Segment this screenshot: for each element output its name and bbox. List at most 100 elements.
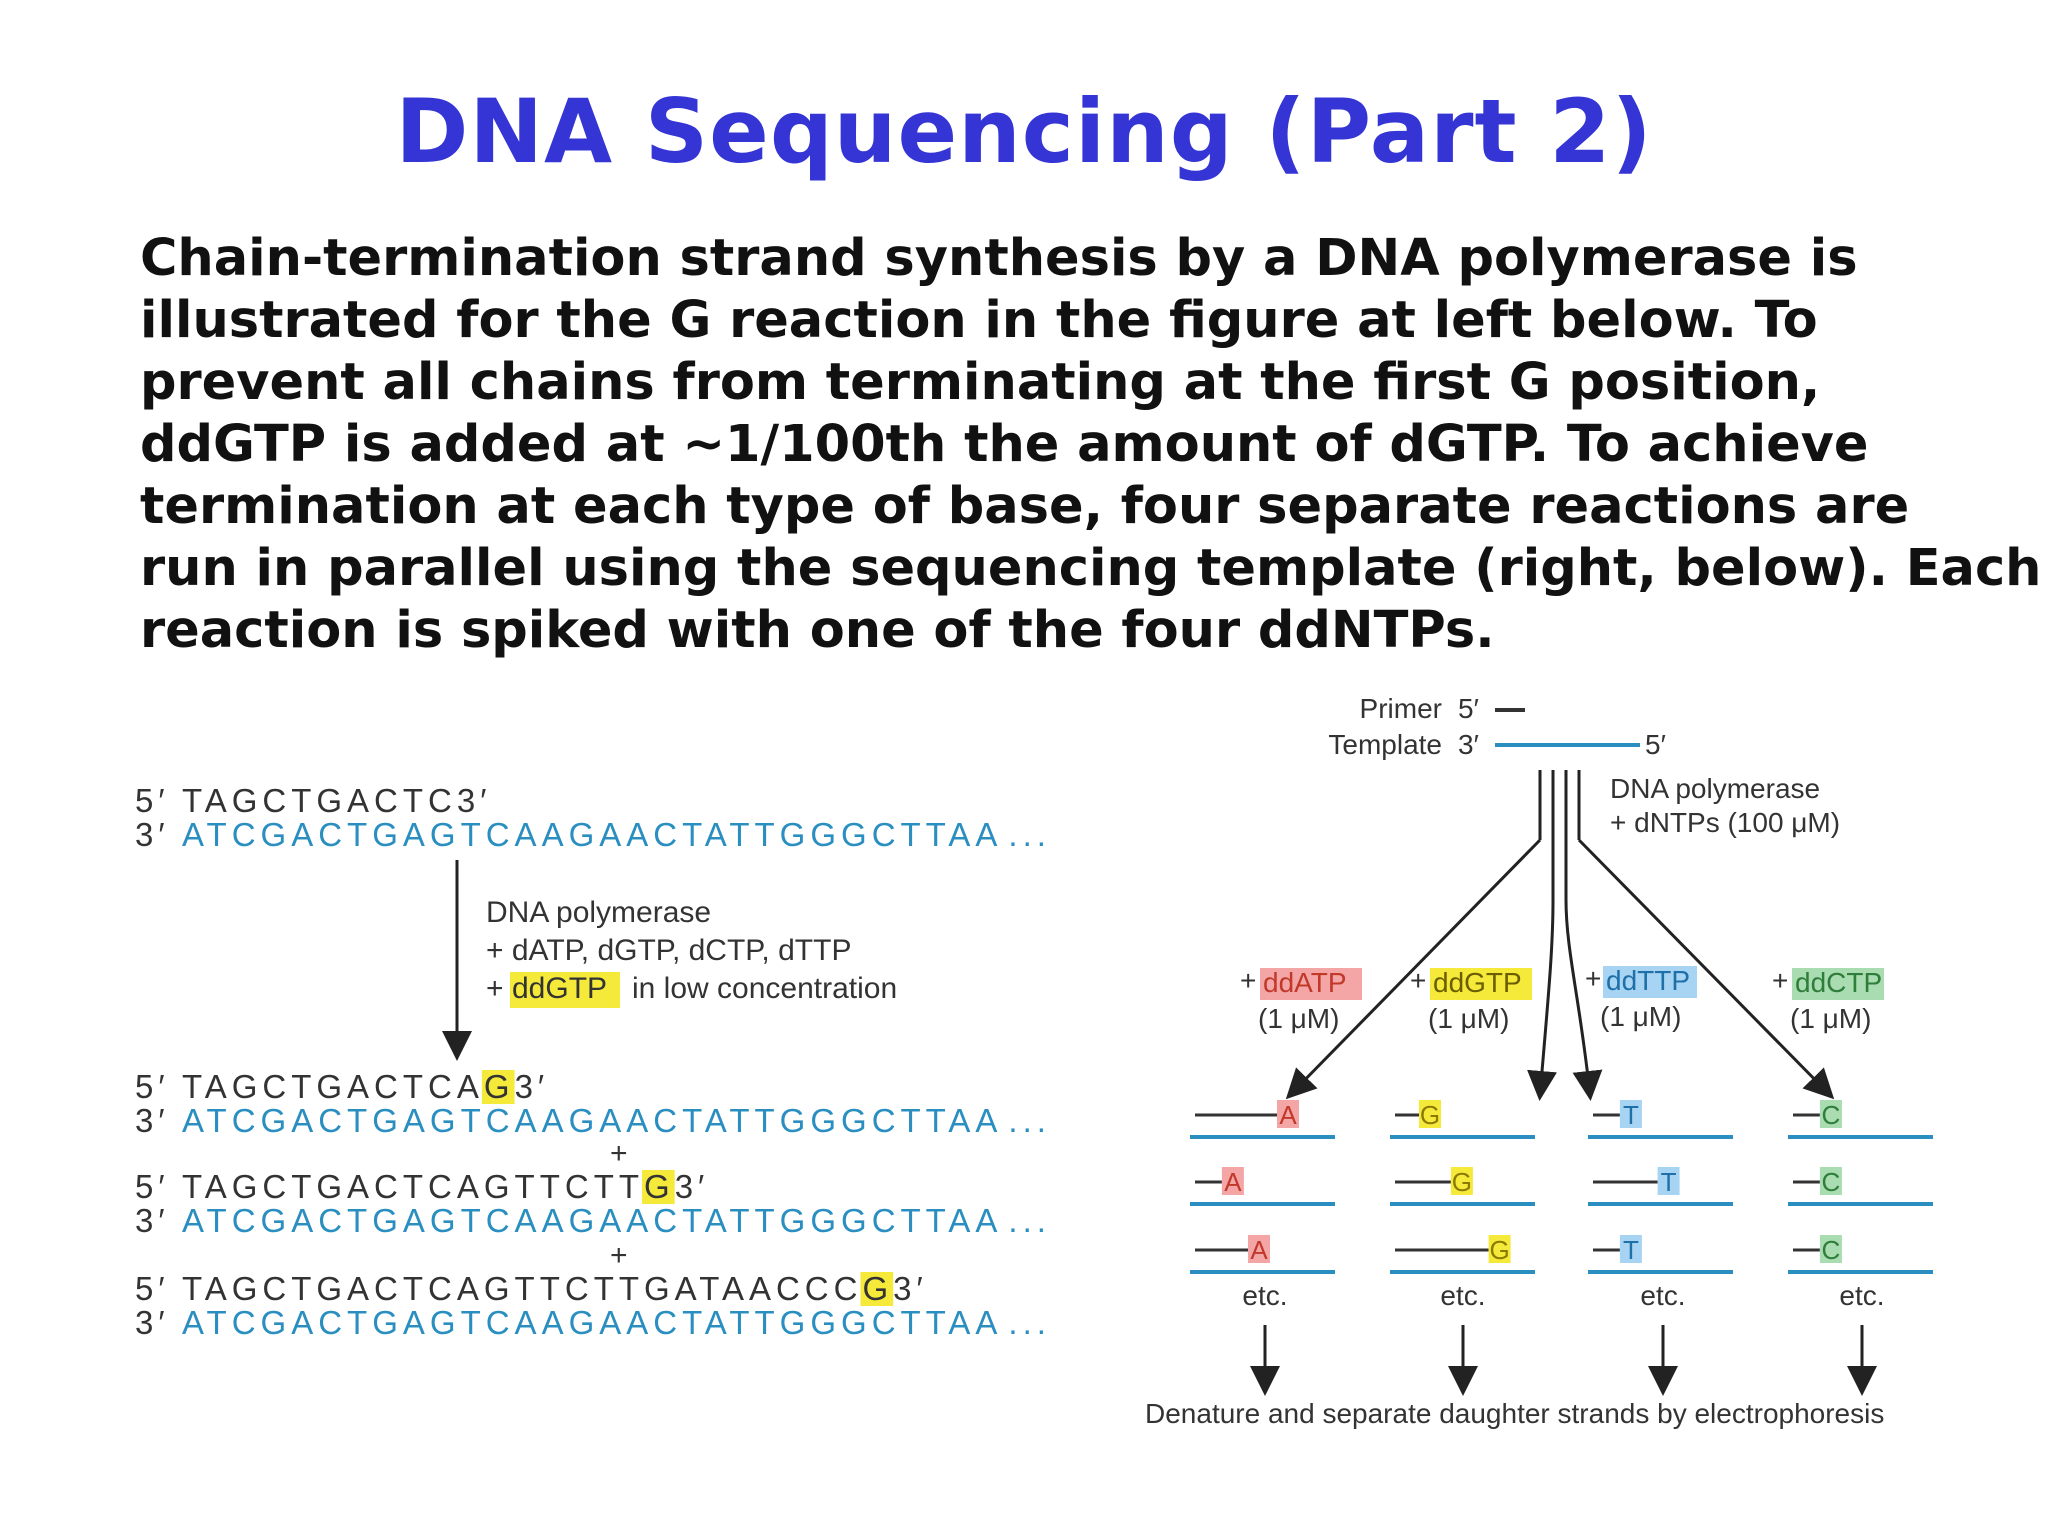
terminator-base: C xyxy=(1822,1235,1841,1265)
ddgtp-label: ddGTP xyxy=(512,972,607,1005)
electrophoresis-label: Denature and separate daughter strands b… xyxy=(1145,1398,1884,1429)
svg-text:+: + xyxy=(1585,963,1601,994)
svg-text:ddTTP: ddTTP xyxy=(1606,965,1690,996)
ddntp-label-a: + ddATP (1 μM) xyxy=(1240,965,1362,1034)
plus-sign: + xyxy=(610,1239,628,1272)
dntps-label: + dATP, dGTP, dCTP, dTTP xyxy=(486,934,851,967)
right-figure: Primer 5′ Template 3′ 5′ DNA polymerase … xyxy=(1145,693,1933,1429)
terminator-base: G xyxy=(1452,1167,1472,1197)
terminator-box xyxy=(1819,1235,1842,1263)
five-prime-label: 5′ xyxy=(135,1168,170,1205)
fragment-column-a: A A A xyxy=(1190,1100,1335,1274)
terminator-base: A xyxy=(1279,1100,1297,1130)
terminator-highlight xyxy=(860,1272,894,1306)
terminator-box xyxy=(1248,1235,1270,1263)
plus-sign: + xyxy=(610,1137,628,1170)
ddgtp-plus: + xyxy=(486,972,504,1005)
ddg-terminator: G xyxy=(644,1168,675,1205)
terminator-box xyxy=(1221,1167,1244,1195)
terminator-base: T xyxy=(1623,1235,1639,1265)
left-figure: 5′ TAGCTGACTC3′ 3′ ATCGACTGAGTCAAGAACTAT… xyxy=(135,782,1051,1341)
svg-text:etc.: etc. xyxy=(1440,1280,1485,1311)
three-prime-label: 3′ xyxy=(135,816,170,853)
svg-text:ddGTP: ddGTP xyxy=(1433,967,1522,998)
terminator-box xyxy=(1419,1100,1441,1128)
etc-column-a: etc. xyxy=(1242,1280,1288,1396)
svg-text:ddATP: ddATP xyxy=(1263,967,1347,998)
terminator-box xyxy=(1488,1235,1511,1263)
slide-title: DNA Sequencing (Part 2) xyxy=(395,80,1653,183)
svg-text:etc.: etc. xyxy=(1640,1280,1685,1311)
primer-five-prime: 5′ xyxy=(1458,693,1479,724)
template-label: Template xyxy=(1328,729,1442,760)
template-three-prime: 3′ xyxy=(1458,729,1479,760)
fragment-column-t: TTT xyxy=(1588,1100,1733,1274)
svg-text:(1 μM): (1 μM) xyxy=(1258,1003,1339,1034)
branch-arrow-t xyxy=(1564,899,1603,1101)
svg-text:(1 μM): (1 μM) xyxy=(1790,1003,1871,1034)
description-paragraph: Chain-termination strand synthesis by a … xyxy=(140,228,2042,662)
terminator-base: T xyxy=(1623,1100,1639,1130)
terminator-box xyxy=(1819,1167,1842,1195)
paragraph-line: Chain-termination strand synthesis by a … xyxy=(140,229,1858,288)
paragraph-line: prevent all chains from terminating at t… xyxy=(140,353,1821,412)
paragraph-line: termination at each type of base, four s… xyxy=(140,477,1910,536)
terminator-base: A xyxy=(1250,1235,1268,1265)
initial-duplex: 5′ TAGCTGACTC3′ 3′ ATCGACTGAGTCAAGAACTAT… xyxy=(135,782,1051,853)
paragraph-line: ddGTP is added at ~1/100th the amount of… xyxy=(140,415,1869,474)
dntps-label: + dNTPs (100 μM) xyxy=(1610,807,1840,838)
branch-arrow-a xyxy=(1285,838,1542,1100)
five-prime-label: 5′ xyxy=(135,1068,170,1105)
terminator-box xyxy=(1277,1100,1299,1128)
terminator-base: A xyxy=(1224,1167,1242,1197)
three-prime-label: 3′ xyxy=(135,1102,170,1139)
terminator-base: G xyxy=(1489,1235,1509,1265)
product-2: 5′ TAGCTGACTCAGTTCTTG3′ 3′ ATCGACTGAGTCA… xyxy=(135,1168,1046,1239)
terminated-strand: TAGCTGACTCAG3′ xyxy=(182,1068,549,1105)
terminator-base: C xyxy=(1822,1167,1841,1197)
three-prime-label: 3′ xyxy=(135,1202,170,1239)
svg-text:(1 μM): (1 μM) xyxy=(1600,1001,1681,1032)
template-sequence: ATCGACTGAGTCAAGAACTATTGGGCTTAA... xyxy=(182,816,1051,853)
ddgtp-suffix: in low concentration xyxy=(632,972,897,1005)
ddg-terminator: G xyxy=(862,1270,893,1307)
five-prime-label: 5′ xyxy=(135,782,170,819)
ddg-terminator: G xyxy=(484,1068,515,1105)
enzyme-label: DNA polymerase xyxy=(486,896,711,929)
terminator-highlight xyxy=(642,1170,675,1204)
ddgtp-highlight xyxy=(510,972,620,1008)
terminator-highlight xyxy=(481,1070,515,1104)
ddntp-label-c: + ddCTP (1 μM) xyxy=(1772,965,1884,1034)
terminated-strand: TAGCTGACTCAGTTCTTGATAACCCG3′ xyxy=(182,1270,928,1307)
branch-lines xyxy=(1285,770,1835,1101)
svg-text:etc.: etc. xyxy=(1242,1280,1287,1311)
paragraph-line: illustrated for the G reaction in the fi… xyxy=(140,291,1818,350)
template-sequence: ATCGACTGAGTCAAGAACTATTGGGCTTAA... xyxy=(182,1304,1051,1341)
five-prime-label: 5′ xyxy=(135,1270,170,1307)
terminator-box xyxy=(1657,1167,1680,1195)
terminator-base: C xyxy=(1822,1100,1841,1130)
ddntp-label-t: + ddTTP (1 μM) xyxy=(1585,963,1697,1032)
template-sequence: ATCGACTGAGTCAAGAACTATTGGGCTTAA... xyxy=(182,1102,1051,1139)
svg-text:+: + xyxy=(1410,965,1426,996)
svg-text:ddCTP: ddCTP xyxy=(1795,967,1882,998)
etc-column-c: etc. xyxy=(1839,1280,1885,1396)
fragment-column-g: GGG xyxy=(1390,1100,1535,1274)
etc-column-t: etc. xyxy=(1640,1280,1686,1396)
svg-text:etc.: etc. xyxy=(1839,1280,1884,1311)
ddntp-label-g: + ddGTP (1 μM) xyxy=(1410,965,1532,1034)
etc-column-g: etc. xyxy=(1440,1280,1486,1396)
three-prime-label: 3′ xyxy=(135,1304,170,1341)
terminator-box xyxy=(1450,1167,1473,1195)
branch-arrow-g xyxy=(1527,899,1557,1101)
terminator-box xyxy=(1619,1100,1642,1128)
paragraph-line: reaction is spiked with one of the four … xyxy=(140,601,1495,660)
svg-text:+: + xyxy=(1240,965,1256,996)
terminator-box xyxy=(1819,1100,1842,1128)
terminator-box xyxy=(1619,1235,1642,1263)
product-3: 5′ TAGCTGACTCAGTTCTTGATAACCCG3′ 3′ ATCGA… xyxy=(135,1270,1051,1341)
primer-label: Primer xyxy=(1360,693,1442,724)
terminated-strand: TAGCTGACTCAGTTCTTG3′ xyxy=(182,1168,709,1205)
primer-sequence: TAGCTGACTC3′ xyxy=(182,782,491,819)
